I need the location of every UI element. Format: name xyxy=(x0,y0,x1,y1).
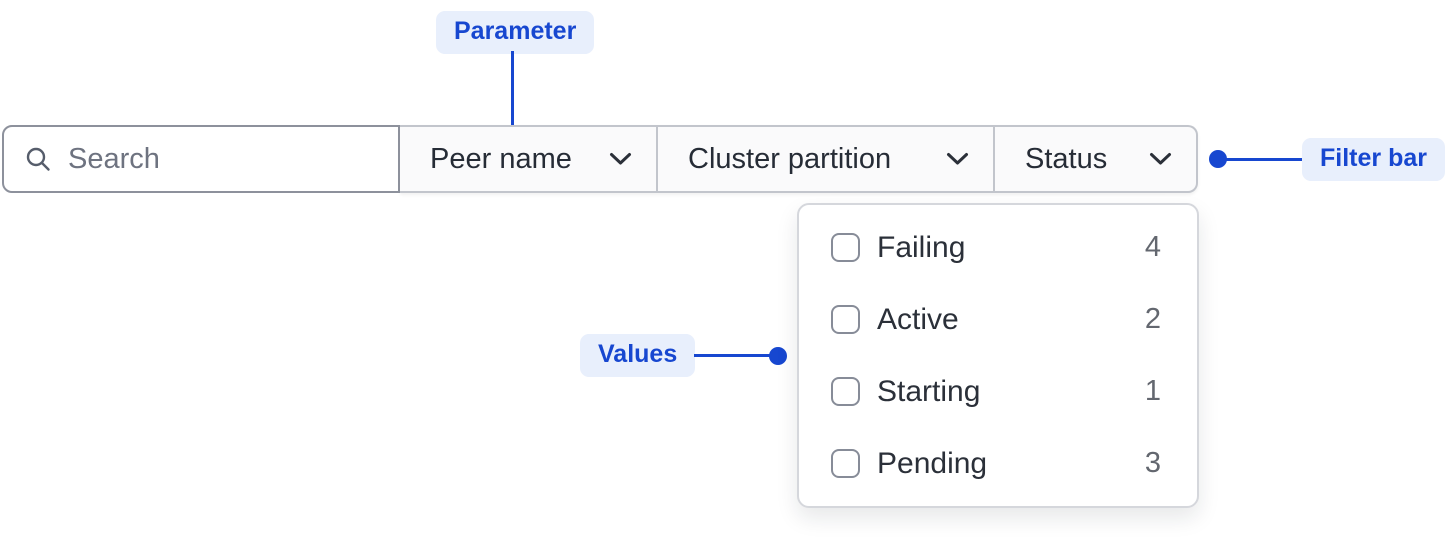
values-annotation-badge: Values xyxy=(580,334,696,377)
parameter-connector-line xyxy=(511,51,514,141)
values-connector-line xyxy=(694,354,778,357)
option-label: Starting xyxy=(877,374,981,408)
search-icon xyxy=(24,145,52,173)
filter-dropdown-group: Peer name Cluster partition Status xyxy=(400,125,1198,193)
chevron-down-icon xyxy=(609,152,632,166)
option-count: 2 xyxy=(1144,303,1161,335)
dropdown-label: Cluster partition xyxy=(688,142,892,175)
chevron-down-icon xyxy=(946,152,969,166)
starting-checkbox[interactable] xyxy=(831,377,860,406)
dropdown-option-failing[interactable]: Failing 4 xyxy=(831,212,1161,284)
dropdown-peer-name[interactable]: Peer name xyxy=(400,127,658,191)
option-count: 4 xyxy=(1144,231,1161,263)
active-checkbox[interactable] xyxy=(831,305,860,334)
option-count: 1 xyxy=(1144,375,1161,407)
dropdown-option-pending[interactable]: Pending 3 xyxy=(831,428,1161,500)
values-connector-dot xyxy=(769,347,787,365)
status-values-dropdown-panel: Failing 4 Active 2 Starting 1 Pending 3 xyxy=(797,203,1199,508)
option-label: Active xyxy=(877,302,959,336)
filter-bar-connector-line xyxy=(1218,158,1302,161)
filter-bar-annotation-badge: Filter bar xyxy=(1302,138,1445,181)
dropdown-option-starting[interactable]: Starting 1 xyxy=(831,356,1161,428)
dropdown-cluster-partition[interactable]: Cluster partition xyxy=(658,127,995,191)
option-count: 3 xyxy=(1144,447,1161,479)
filter-bar: Peer name Cluster partition Status xyxy=(2,125,1198,193)
dropdown-status[interactable]: Status xyxy=(995,127,1196,191)
search-box xyxy=(2,125,400,193)
option-label: Pending xyxy=(877,446,988,480)
search-input[interactable] xyxy=(68,142,368,176)
chevron-down-icon xyxy=(1149,152,1172,166)
parameter-annotation-badge: Parameter xyxy=(436,11,595,54)
dropdown-label: Peer name xyxy=(430,142,572,175)
dropdown-label: Status xyxy=(1025,142,1108,175)
failing-checkbox[interactable] xyxy=(831,233,860,262)
option-label: Failing xyxy=(877,230,966,264)
dropdown-option-active[interactable]: Active 2 xyxy=(831,284,1161,356)
pending-checkbox[interactable] xyxy=(831,449,860,478)
